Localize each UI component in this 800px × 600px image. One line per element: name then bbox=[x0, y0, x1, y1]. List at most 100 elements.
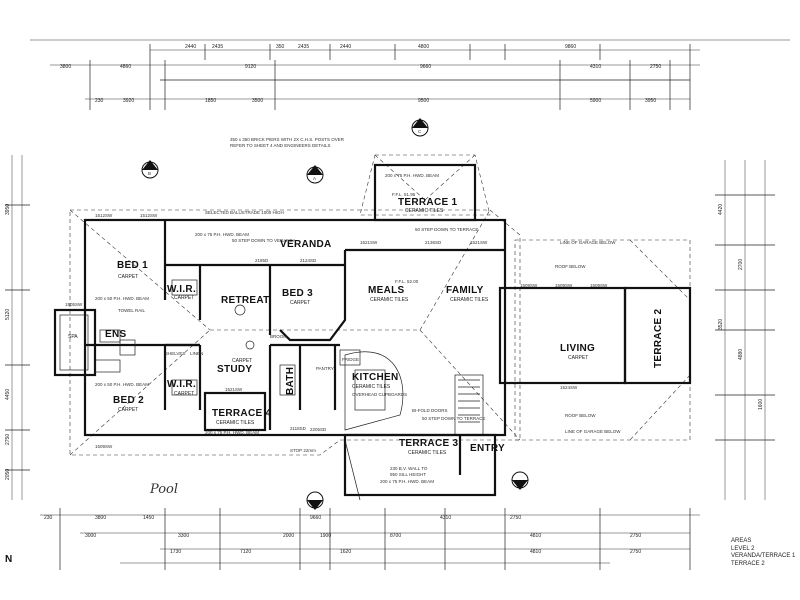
dim-mid-4: 9660 bbox=[420, 64, 431, 70]
dim-left-5: 2050 bbox=[5, 469, 11, 480]
note-shelves: SHELVES bbox=[165, 351, 185, 356]
meals-finish: CERAMIC TILES bbox=[370, 297, 409, 303]
dim-top-1: 2440 bbox=[185, 44, 196, 50]
wall-code-1: 1512SW bbox=[95, 213, 113, 218]
note-balustrade: SELECTED BALUSTRADE 1000 HIGH bbox=[205, 210, 284, 215]
dim-top-7: 9860 bbox=[565, 44, 576, 50]
dim-bot-3: 1450 bbox=[143, 515, 154, 521]
dim-row3-2: 3920 bbox=[123, 98, 134, 104]
dim-bot-5: 4310 bbox=[440, 515, 451, 521]
bottom-dimension-lines bbox=[40, 508, 700, 570]
room-entry: ENTRY bbox=[470, 443, 505, 454]
room-living: LIVING bbox=[560, 343, 595, 354]
dim-bot-2: 3800 bbox=[95, 515, 106, 521]
dim-row3-7: 3950 bbox=[645, 98, 656, 104]
section-marker-a-top bbox=[306, 165, 324, 184]
left-dimension-lines bbox=[5, 155, 30, 500]
wall-code-15: 1509SW bbox=[95, 444, 113, 449]
room-terrace-3: TERRACE 3 bbox=[399, 438, 459, 449]
room-wir-1: W.I.R. bbox=[167, 284, 196, 295]
dim-bot-11: 8700 bbox=[390, 533, 401, 539]
room-meals: MEALS bbox=[368, 285, 405, 296]
note-step-veranda: 50 STEP DOWN TO VERANDA bbox=[232, 238, 296, 243]
marker-c-letter: C bbox=[418, 129, 422, 134]
note-pool: Pool bbox=[149, 482, 178, 497]
wall-code-16: 2205SD bbox=[310, 427, 327, 432]
room-kitchen: KITCHEN bbox=[352, 372, 399, 383]
bed-2-finish: CARPET bbox=[118, 407, 138, 413]
wall-code-2: 1512SW bbox=[140, 213, 158, 218]
note-ffl: F.F.L. 51.95 bbox=[392, 192, 416, 197]
note-step-terrace: 50 STEP DOWN TO TERRACE bbox=[415, 227, 478, 232]
wall-code-13: 1521SW bbox=[225, 387, 243, 392]
dim-bot-1: 230 bbox=[44, 515, 53, 521]
dim-mid-3: 9120 bbox=[245, 64, 256, 70]
dim-row3-4: 3500 bbox=[252, 98, 263, 104]
note-roof-below-2: ROOF BELOW bbox=[565, 413, 596, 418]
wall-code-11: 1524SW bbox=[560, 385, 578, 390]
dim-top-3: 350 bbox=[276, 44, 285, 50]
wall-code-4: 2124SD bbox=[300, 258, 317, 263]
dim-left-2: 5120 bbox=[5, 309, 11, 320]
dim-right-2: 3520 bbox=[718, 319, 724, 330]
note-linen: LINEN bbox=[190, 351, 203, 356]
wall-code-14: 2118SD bbox=[290, 426, 307, 431]
room-terrace-1: TERRACE 1 bbox=[398, 197, 458, 208]
note-towel: TOWEL RAIL bbox=[118, 308, 146, 313]
areas-legend: AREAS LEVEL 2 VERANDA/TERRACE 1 TERRACE … bbox=[731, 538, 795, 568]
wall-code-5: 1521SW bbox=[360, 240, 378, 245]
wir-1-finish: CARPET bbox=[174, 295, 194, 301]
dim-right-3: 2700 bbox=[738, 259, 744, 270]
dim-left-4: 2750 bbox=[5, 434, 11, 445]
note-beam-4: 200 x 75 P.H. HWD. BEAM bbox=[380, 479, 434, 484]
dim-bot-18: 2750 bbox=[630, 549, 641, 555]
section-marker-c bbox=[411, 118, 429, 137]
room-bed-1: BED 1 bbox=[117, 260, 148, 271]
dim-bot-6: 2750 bbox=[510, 515, 521, 521]
room-retreat: RETREAT bbox=[221, 295, 270, 306]
study-finish: CARPET bbox=[232, 358, 252, 364]
room-terrace-4: TERRACE 4 bbox=[212, 408, 272, 419]
room-spa: SPA bbox=[68, 334, 78, 340]
walls bbox=[53, 163, 692, 501]
dim-row3-3: 1850 bbox=[205, 98, 216, 104]
dim-mid-2: 4860 bbox=[120, 64, 131, 70]
dim-right-4: 4880 bbox=[738, 349, 744, 360]
note-wall: 230 B.V. WALL TO bbox=[390, 466, 428, 471]
wall-code-7: 1521SW bbox=[470, 240, 488, 245]
wall-code-8: 1509SW bbox=[520, 283, 538, 288]
dim-right-1: 4420 bbox=[718, 204, 724, 215]
section-marker-c-bottom bbox=[511, 471, 529, 490]
dim-mid-6: 2750 bbox=[650, 64, 661, 70]
dim-top-5: 2440 bbox=[340, 44, 351, 50]
note-garage-line-2: LINE OF GARAGE BELOW bbox=[565, 429, 621, 434]
dim-bot-16: 1620 bbox=[340, 549, 351, 555]
note-step-terrace-3: 50 STEP DOWN TO TERRACE bbox=[422, 416, 485, 421]
room-bed-3: BED 3 bbox=[282, 288, 313, 299]
family-finish: CERAMIC TILES bbox=[450, 297, 489, 303]
note-beam-6: 200 x 50 P.H. HWD. BEAM bbox=[95, 382, 149, 387]
terrace-3-finish: CERAMIC TILES bbox=[408, 450, 447, 456]
dim-row3-6: 5900 bbox=[590, 98, 601, 104]
dim-right-5: 1600 bbox=[758, 399, 764, 410]
dim-mid-5: 4310 bbox=[590, 64, 601, 70]
note-wall-2: 950 SILL HEIGHT bbox=[390, 472, 426, 477]
living-finish: CARPET bbox=[568, 355, 588, 361]
room-veranda: VERANDA bbox=[280, 239, 332, 250]
areas-terrace-2: TERRACE 2 bbox=[731, 560, 765, 567]
dim-bot-8: 3300 bbox=[178, 533, 189, 539]
room-study: STUDY bbox=[217, 364, 252, 375]
room-ens: ENS bbox=[105, 329, 126, 340]
dim-left-1: 3950 bbox=[5, 204, 11, 215]
dim-bot-7: 3000 bbox=[85, 533, 96, 539]
room-family: FAMILY bbox=[446, 285, 484, 296]
dim-bot-4: 9660 bbox=[310, 515, 321, 521]
dim-left-3: 4450 bbox=[5, 389, 11, 400]
areas-level-2: LEVEL 2 bbox=[731, 545, 755, 552]
section-marker-b bbox=[141, 160, 159, 179]
dim-mid-1: 3800 bbox=[60, 64, 71, 70]
bed-3-finish: CARPET bbox=[290, 300, 310, 306]
terrace-4-finish: CERAMIC TILES bbox=[216, 420, 255, 426]
note-beam-2: 200 x 75 P.H. HWD. BEAM bbox=[205, 430, 259, 435]
